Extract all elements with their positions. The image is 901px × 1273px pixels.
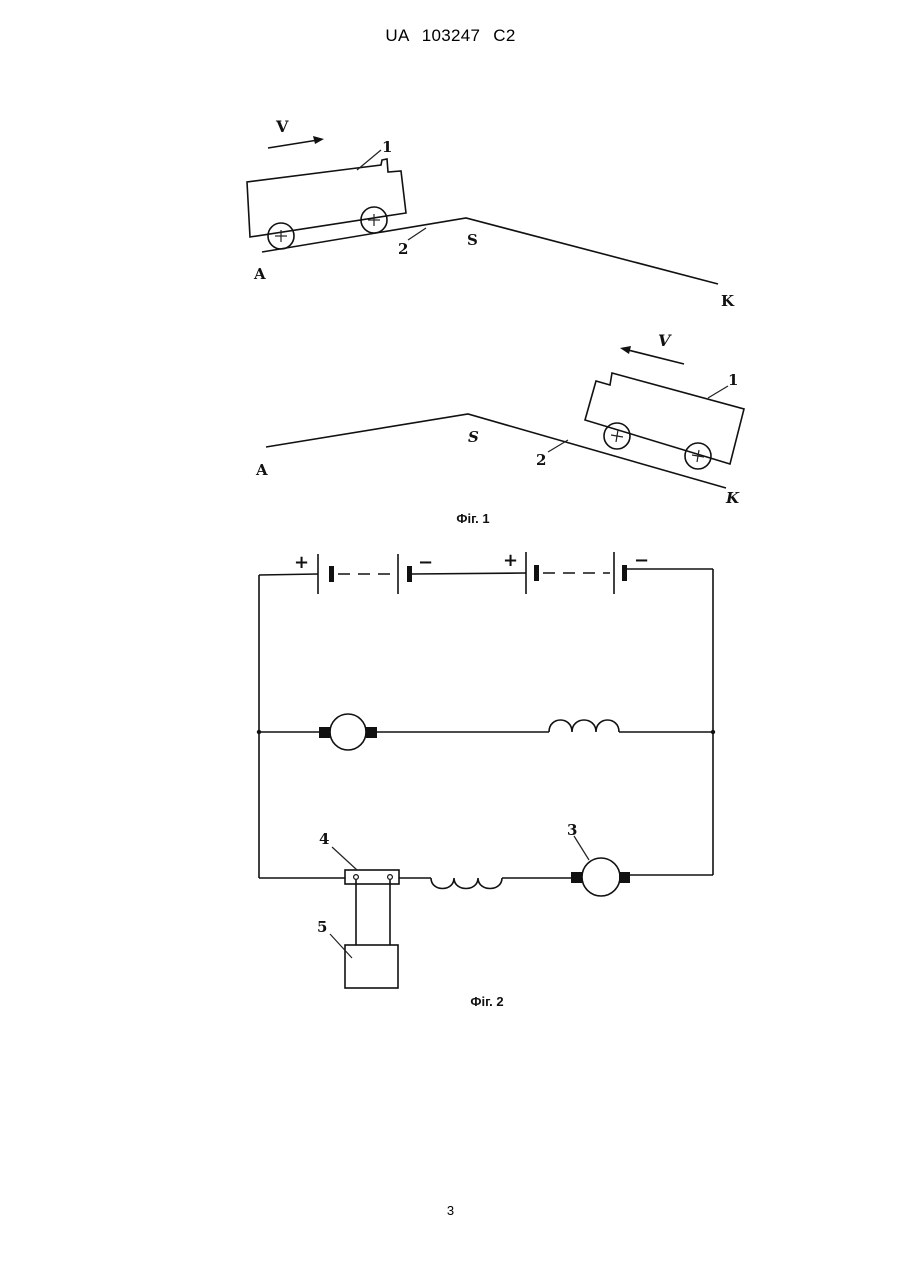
controller-number: 5 [317,918,327,936]
track-top [262,218,718,284]
track-number-bottom: 2 [536,451,546,469]
point-a-bottom: A [255,461,268,479]
vehicle-number-top: 1 [382,138,392,156]
bottom-branch [259,858,713,896]
leader-generator [574,836,589,860]
leader-track-bottom [548,440,568,452]
wheel-bottom-rear [685,443,711,469]
wheel-bottom-front [604,423,630,449]
leader-switch [332,847,357,870]
point-a-top: A [253,265,266,283]
velocity-label-bottom: V [658,331,672,350]
track-number-top: 2 [398,240,408,258]
leader-vehicle-bottom [708,386,728,398]
vehicle-number-bottom: 1 [728,371,738,389]
vehicle-body-bottom [585,373,744,464]
battery1-plus: + [294,552,309,573]
inductor-middle [549,720,619,732]
fig2-circuit: + − + − [257,550,715,988]
battery-bank-2 [526,552,627,594]
fig1-bottom-scene: V 1 2 A S K [255,331,744,507]
figure2-caption: Фіг. 2 [470,994,503,1009]
battery-bank-1 [318,554,412,594]
battery1-minus: − [418,552,433,573]
track-bottom [266,414,726,488]
page-number: 3 [0,1203,901,1218]
top-wire-mid [412,573,526,574]
battery2-plus: + [503,550,518,571]
middle-branch [257,714,715,750]
figure1-caption: Фіг. 1 [456,511,489,526]
wheel-top-rear [268,223,294,249]
generator [571,858,630,896]
point-s-bottom: S [468,428,479,446]
fig1-top-scene: V 1 2 A S K [247,117,735,310]
inductor-bottom [431,878,502,889]
motor [319,714,377,750]
switch-block [345,870,399,884]
point-k-bottom: K [725,489,740,507]
controller-box [345,880,398,988]
generator-number: 3 [567,821,577,839]
switch-number: 4 [319,830,329,848]
leader-controller [330,934,352,958]
point-k-top: K [721,292,735,310]
top-wire-left [259,574,318,575]
leader-track-top [408,228,426,240]
velocity-label-top: V [275,117,289,136]
vehicle-body-top [247,159,406,237]
velocity-arrow-right [268,136,324,148]
point-s-top: S [467,231,478,249]
velocity-arrow-left [620,346,684,364]
battery2-minus: − [634,550,649,571]
